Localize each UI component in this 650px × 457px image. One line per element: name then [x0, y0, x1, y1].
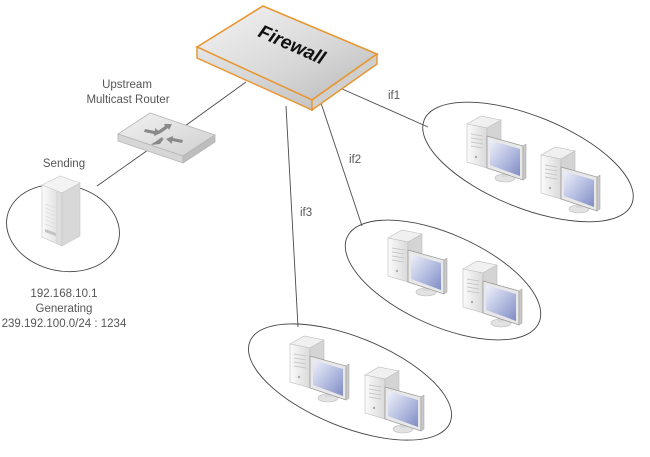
- link-router-firewall: [184, 81, 247, 127]
- link-sender-router: [96, 149, 149, 187]
- if1-zone: [422, 101, 634, 223]
- if1-workstation-2[interactable]: [540, 146, 601, 214]
- if3-zone: [248, 323, 452, 441]
- link-if2: [319, 99, 363, 227]
- router-label-line2: Multicast Router: [86, 94, 169, 106]
- link-if1: [339, 87, 429, 128]
- firewall-device[interactable]: Firewall: [195, 5, 379, 112]
- if1-workstation-1[interactable]: [466, 115, 527, 183]
- sender-label: Sending: [43, 158, 85, 170]
- router-arrows-icon: [144, 124, 183, 145]
- if3-workstation-1[interactable]: [289, 335, 350, 403]
- if2-workstation-1[interactable]: [387, 229, 448, 297]
- link-if3: [285, 105, 299, 328]
- if2-zone: [344, 219, 542, 341]
- router-device[interactable]: [117, 112, 216, 164]
- if3-workstation-2[interactable]: [364, 366, 425, 434]
- if1-label: if1: [388, 90, 400, 102]
- sender-ip: 192.168.10.1: [30, 288, 97, 300]
- if2-label: if2: [349, 154, 361, 166]
- if3-label: if3: [300, 207, 312, 219]
- sender-status: Generating: [36, 303, 93, 315]
- router-label-line1: Upstream: [102, 79, 152, 91]
- sender-multicast-group: 239.192.100.0/24 : 1234: [2, 318, 127, 330]
- if2-workstation-2[interactable]: [462, 260, 523, 328]
- sender-server[interactable]: [41, 175, 81, 247]
